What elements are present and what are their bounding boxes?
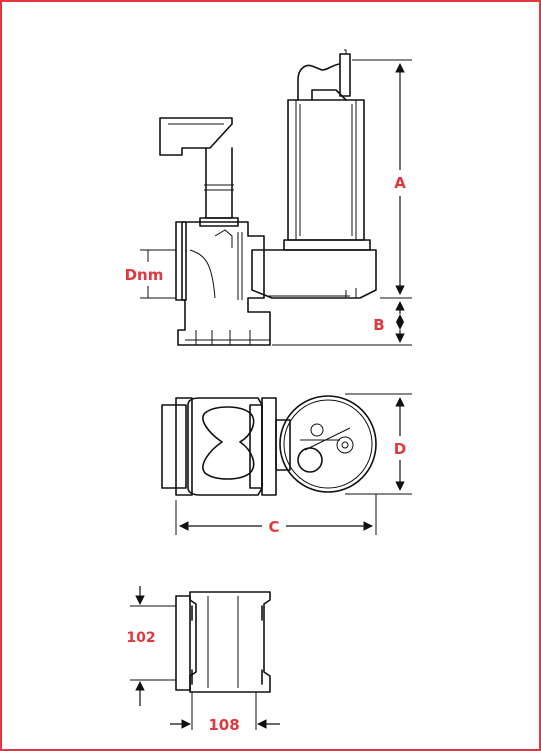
label-b: B — [373, 316, 384, 334]
dimension-b: B — [272, 301, 412, 346]
label-108: 108 — [208, 716, 239, 734]
label-c: C — [268, 518, 279, 536]
dimension-dnm: Dnm — [125, 249, 176, 299]
label-dnm: Dnm — [125, 266, 164, 284]
top-view — [161, 395, 377, 496]
label-102: 102 — [126, 630, 155, 646]
label-a: A — [394, 174, 406, 192]
dimension-a: A — [352, 59, 412, 299]
dimension-c: C — [175, 494, 377, 536]
dimension-108: 108 — [170, 692, 280, 734]
label-d: D — [394, 440, 406, 458]
dimension-d: D — [345, 393, 412, 495]
side-view — [159, 49, 377, 346]
base-detail — [172, 591, 271, 693]
dimension-102: 102 — [126, 586, 176, 706]
